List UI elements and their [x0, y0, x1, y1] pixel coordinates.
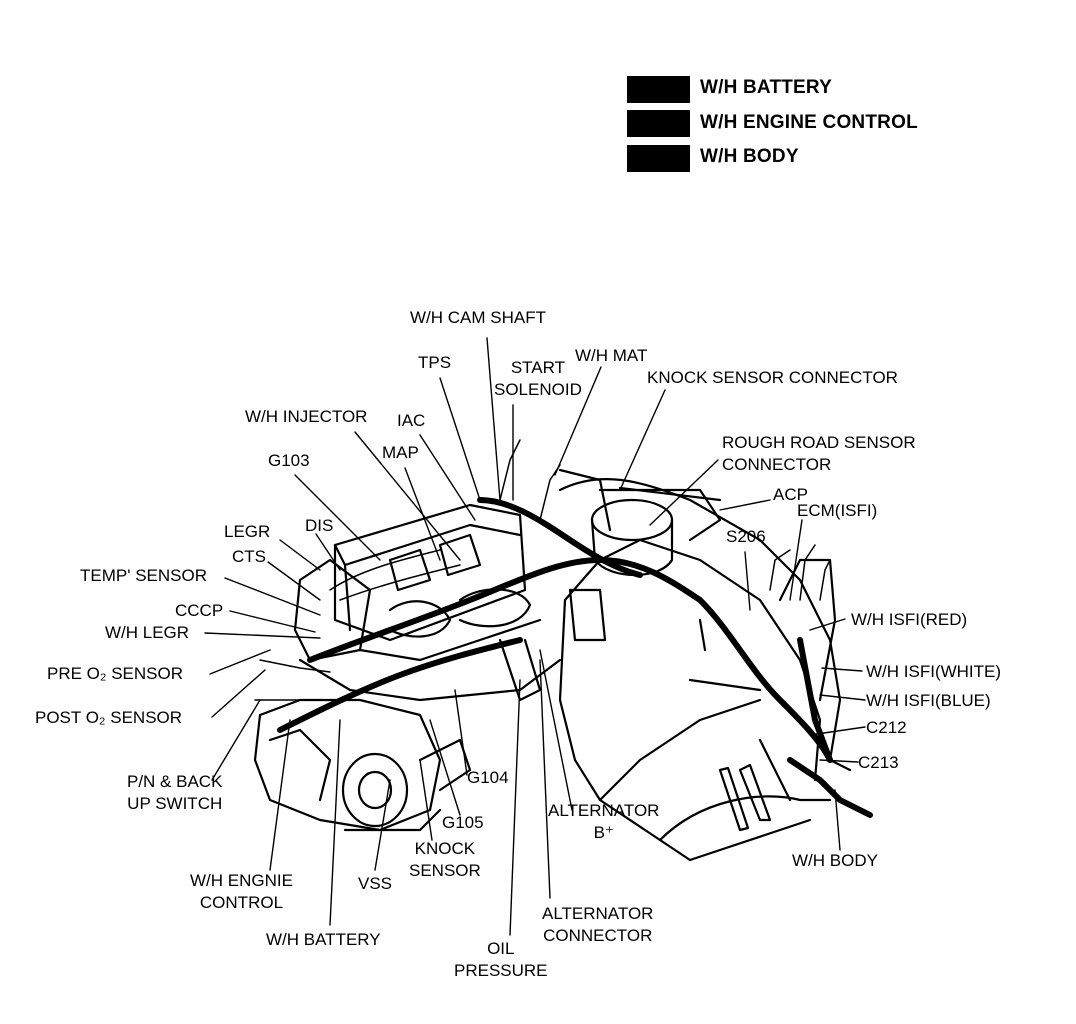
label-knock-sensor: KNOCK SENSOR [409, 839, 481, 880]
label-cts: CTS [232, 547, 266, 566]
label-g105: G105 [442, 813, 484, 832]
label-wh-legr: W/H LEGR [105, 623, 190, 642]
label-wh-isfi-white: W/H ISFI(WHITE) [866, 662, 1002, 681]
transaxle [253, 698, 472, 832]
label-post-o2-sensor: POST O₂ SENSOR [35, 708, 183, 727]
label-oil-pressure: OIL PRESSURE [454, 939, 548, 980]
label-g104: G104 [467, 768, 509, 787]
label-dis: DIS [305, 516, 334, 535]
label-wh-battery: W/H BATTERY [266, 930, 381, 949]
label-wh-mat: W/H MAT [575, 346, 648, 365]
legend-label-body: W/H BODY [700, 146, 799, 167]
legend-swatch-battery [627, 76, 690, 103]
label-map: MAP [382, 443, 419, 462]
label-cccp: CCCP [175, 601, 224, 620]
label-wh-body: W/H BODY [792, 851, 878, 870]
label-legr: LEGR [224, 522, 271, 541]
label-temp-sensor: TEMP' SENSOR [80, 566, 207, 585]
label-wh-cam-shaft: W/H CAM SHAFT [410, 308, 546, 327]
label-s206: S206 [726, 527, 766, 546]
engine-block [293, 503, 607, 702]
label-wh-isfi-red: W/H ISFI(RED) [851, 610, 968, 629]
label-g103: G103 [268, 451, 310, 470]
label-wh-engine-control: W/H ENGNIE CONTROL [190, 871, 293, 912]
harness-bundles [277, 497, 873, 818]
legend-label-engine-control: W/H ENGINE CONTROL [700, 112, 918, 133]
firewall-panel [558, 478, 852, 862]
label-ecm-isfi: ECM(ISFI) [797, 501, 878, 520]
legend-label-battery: W/H BATTERY [700, 77, 833, 98]
label-start-solenoid: START SOLENOID [494, 358, 582, 399]
label-alternator-b-plus: ALTERNATOR B⁺ [548, 801, 660, 842]
label-pre-o2-sensor: PRE O₂ SENSOR [47, 664, 184, 683]
label-knock-sensor-connector: KNOCK SENSOR CONNECTOR [647, 368, 898, 387]
legend-swatch-body [627, 145, 690, 172]
label-wh-isfi-blue: W/H ISFI(BLUE) [866, 691, 991, 710]
fine-wires [254, 439, 831, 701]
label-c213: C213 [858, 753, 899, 772]
label-acp: ACP [773, 485, 808, 504]
leader-lines [204, 337, 866, 936]
label-rough-road-sensor-connector: ROUGH ROAD SENSOR CONNECTOR [722, 433, 916, 474]
label-alternator-connector: ALTERNATOR CONNECTOR [542, 904, 654, 945]
legend-swatch-engine-control [627, 110, 690, 137]
label-vss: VSS [358, 874, 393, 893]
label-c212: C212 [866, 718, 907, 737]
label-wh-injector: W/H INJECTOR [245, 407, 368, 426]
label-tps: TPS [418, 353, 452, 372]
label-iac: IAC [397, 411, 426, 430]
label-pn-back-up-switch: P/N & BACK UP SWITCH [127, 772, 223, 813]
